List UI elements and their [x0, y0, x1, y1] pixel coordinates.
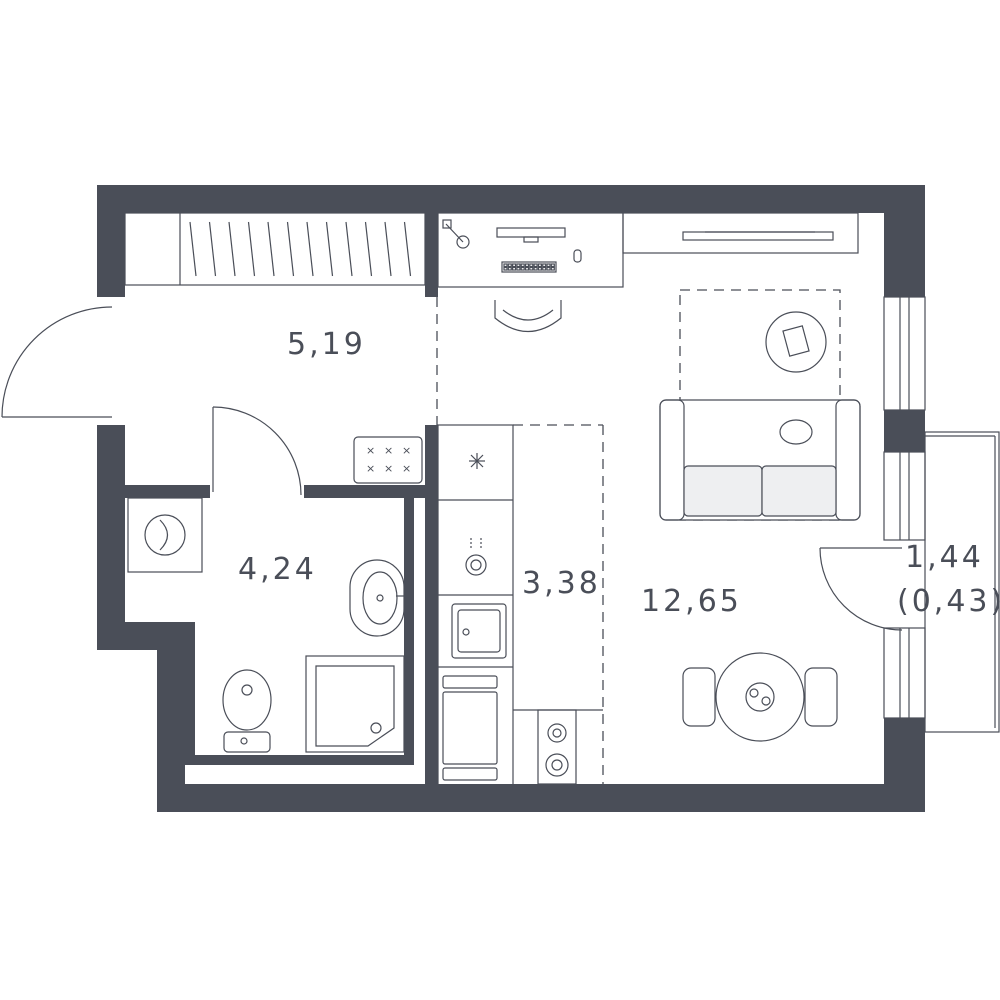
svg-text:×: ×: [384, 444, 393, 457]
dining-table: [682, 652, 838, 742]
desk-chair: [494, 300, 562, 332]
entrance-door-arc: [1, 306, 113, 418]
svg-text:×: ×: [402, 462, 411, 475]
toilet: [222, 669, 272, 731]
toilet-tank: [223, 731, 271, 753]
range-hood: [465, 554, 487, 576]
stove: [537, 709, 577, 785]
balcony: [924, 431, 1000, 733]
sofa: [659, 399, 861, 521]
area-label-hallway: 5,19: [287, 327, 366, 362]
keyboard-keys: [503, 263, 555, 271]
desk: [437, 212, 624, 332]
svg-text:×: ×: [366, 444, 375, 457]
area-label-bathroom: 4,24: [238, 552, 317, 587]
area-label-balcony: 1,44: [905, 540, 984, 575]
bathroom-door-arc: [212, 406, 302, 496]
area-label-living-room: 12,65: [641, 584, 742, 619]
svg-text:×: ×: [402, 444, 411, 457]
windows: [883, 296, 926, 719]
bathroom-fixtures: [127, 497, 405, 753]
balcony-door-arc: [819, 547, 903, 631]
wardrobe: [124, 212, 426, 286]
area-label-kitchen: 3,38: [522, 566, 601, 601]
wardrobe-hangers: [189, 221, 412, 277]
kitchen-units: [437, 424, 603, 786]
area-label-balcony-reduced: (0,43): [897, 584, 1000, 619]
shower-tray: [305, 655, 405, 753]
washing-machine: [127, 497, 203, 573]
shoe-cabinet: × × × × × ×: [353, 436, 423, 484]
washbasin: [349, 559, 405, 637]
asterisk-icon: [469, 453, 485, 469]
tv-unit: [622, 212, 859, 254]
svg-text:×: ×: [366, 462, 375, 475]
walls: [97, 185, 925, 812]
kitchen-sink: [451, 603, 507, 659]
svg-text:×: ×: [384, 462, 393, 475]
plant: [765, 311, 827, 373]
